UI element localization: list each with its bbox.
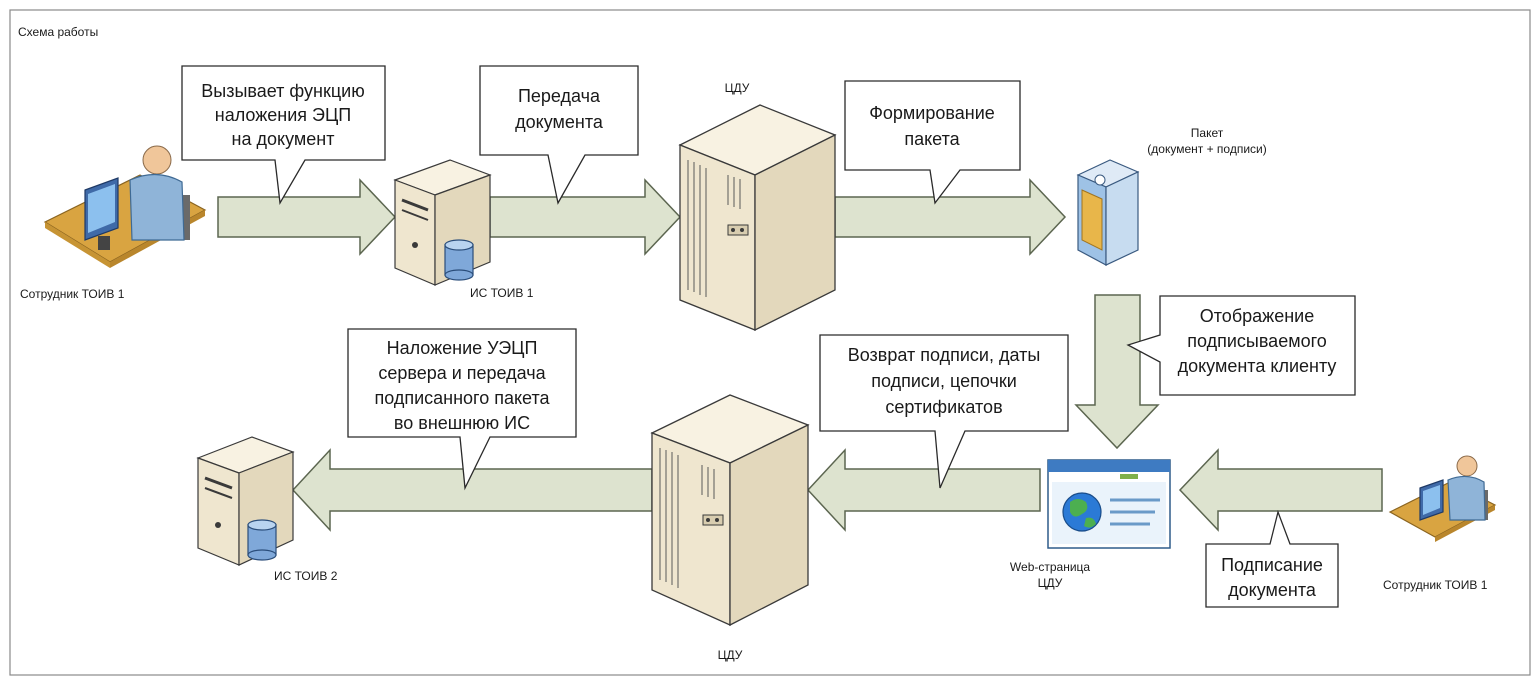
callout-return-sig bbox=[819, 334, 1069, 489]
arrow-employee2-to-web bbox=[1178, 448, 1383, 532]
callout-call-sign-line1: Вызывает функцию bbox=[201, 81, 364, 101]
callout-sign-doc-line1: Подписание bbox=[1221, 555, 1323, 575]
callout-call-sign-line2: наложения ЭЦП bbox=[215, 105, 351, 125]
callout-form-package-line1: Формирование bbox=[869, 103, 995, 123]
is-toiv1-server-icon bbox=[393, 159, 492, 286]
callout-transfer-line1: Передача bbox=[518, 86, 601, 106]
callout-form-package-line2: пакета bbox=[904, 129, 960, 149]
callout-call-sign-line3: на документ bbox=[232, 129, 335, 149]
cdu-bottom-server-icon bbox=[650, 394, 810, 627]
package-label-line2: (документ + подписи) bbox=[1147, 142, 1266, 156]
is-toiv2-label: ИС ТОИВ 2 bbox=[274, 569, 338, 583]
package-document-icon bbox=[1076, 159, 1140, 267]
arrow-cdu2-to-is2 bbox=[291, 448, 653, 532]
arrow-cdu-to-package bbox=[834, 178, 1067, 256]
database-icon bbox=[444, 239, 474, 281]
cdu-bottom-label: ЦДУ bbox=[718, 648, 743, 662]
frame-title: Схема работы bbox=[18, 25, 98, 39]
arrow-is1-to-cdu bbox=[489, 178, 682, 256]
employee-top-icon bbox=[43, 145, 207, 268]
callout-transfer-line2: документа bbox=[515, 112, 604, 132]
flow-arrows bbox=[217, 178, 1383, 532]
package-label-line1: Пакет bbox=[1191, 126, 1224, 140]
callout-apply-uecp-line3: подписанного пакета bbox=[374, 388, 550, 408]
cdu-top-server-icon bbox=[678, 104, 837, 332]
is-toiv1-label: ИС ТОИВ 1 bbox=[470, 286, 534, 300]
arrow-employee-to-is1 bbox=[217, 178, 397, 256]
web-page-icon bbox=[1047, 459, 1171, 549]
callout-apply-uecp-line2: сервера и передача bbox=[378, 363, 546, 383]
is-toiv2-server-icon bbox=[196, 436, 295, 566]
callout-apply-uecp bbox=[347, 328, 577, 491]
callout-return-sig-line3: сертификатов bbox=[885, 397, 1002, 417]
database-icon bbox=[247, 519, 277, 561]
callout-apply-uecp-line1: Наложение УЭЦП bbox=[387, 338, 538, 358]
callout-return-sig-line2: подписи, цепочки bbox=[871, 371, 1017, 391]
callout-call-sign bbox=[181, 65, 386, 206]
callout-display-doc-line2: подписываемого bbox=[1187, 331, 1327, 351]
globe-icon bbox=[1062, 492, 1102, 532]
arrow-package-to-web bbox=[1074, 294, 1160, 450]
callout-apply-uecp-line4: во внешнюю ИС bbox=[394, 413, 530, 433]
cdu-top-label: ЦДУ bbox=[725, 81, 750, 95]
employee-top-label: Сотрудник ТОИВ 1 bbox=[20, 287, 125, 301]
callout-display-doc-line3: документа клиенту bbox=[1178, 356, 1337, 376]
employee-bottom-label: Сотрудник ТОИВ 1 bbox=[1383, 578, 1488, 592]
callout-sign-doc-line2: документа bbox=[1228, 580, 1317, 600]
callout-transfer bbox=[479, 65, 639, 205]
web-page-label-line2: ЦДУ bbox=[1038, 576, 1063, 590]
callout-form-package bbox=[844, 80, 1021, 205]
arrow-web-to-cdu2 bbox=[806, 448, 1041, 532]
callout-texts: Вызывает функцию наложения ЭЦП на докуме… bbox=[201, 81, 1336, 600]
callout-return-sig-line1: Возврат подписи, даты bbox=[848, 345, 1041, 365]
callout-display-doc-line1: Отображение bbox=[1200, 306, 1314, 326]
web-page-label-line1: Web-страница bbox=[1010, 560, 1091, 574]
callouts bbox=[181, 65, 1356, 608]
employee-bottom-icon bbox=[1388, 455, 1497, 542]
callout-sign-doc bbox=[1205, 509, 1339, 608]
callout-display-doc bbox=[1126, 295, 1356, 396]
